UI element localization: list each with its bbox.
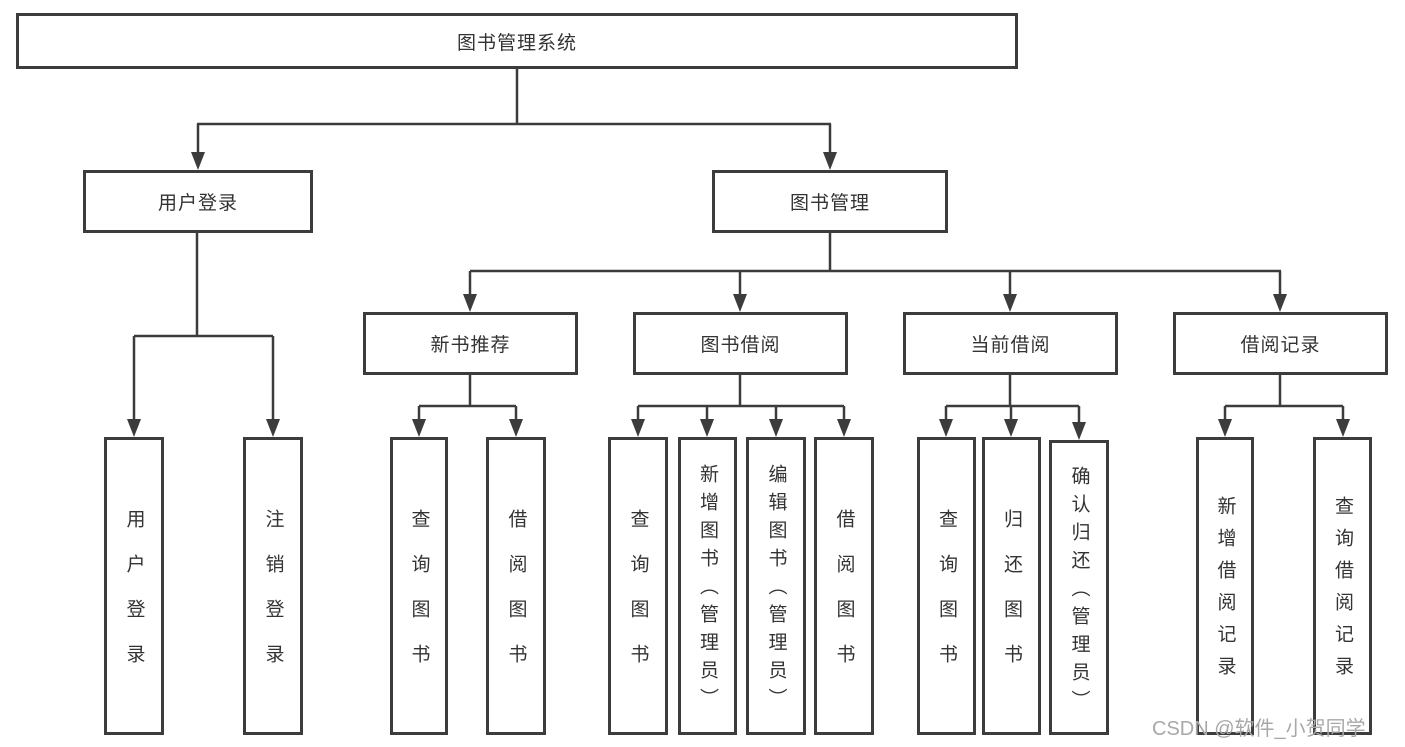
node-label: 归还图书 — [1001, 509, 1022, 689]
node-label: 查询图书 — [408, 509, 430, 689]
node-leaf-add-borrow-record: 新增借阅记录 — [1196, 437, 1254, 735]
node-leaf-query-borrow-record: 查询借阅记录 — [1313, 437, 1372, 735]
node-label: 查询借阅记录 — [1332, 496, 1353, 688]
node-label: 借阅图书 — [833, 509, 855, 689]
node-book-borrow: 图书借阅 — [633, 312, 848, 375]
node-system-root: 图书管理系统 — [16, 13, 1018, 69]
node-label: 当前借阅 — [970, 335, 1051, 356]
node-label: 新增图书（管理员） — [697, 464, 718, 716]
node-leaf-query-books: 查询图书 — [917, 437, 976, 735]
node-label: 编辑图书（管理员） — [765, 464, 787, 716]
node-label: 图书借阅 — [700, 335, 781, 356]
node-label: 用户登录 — [157, 193, 238, 214]
node-leaf-logout: 注销登录 — [243, 437, 303, 735]
node-label: 用户登录 — [123, 509, 145, 689]
arrowhead-icons — [127, 152, 1350, 440]
csdn-watermark: CSDN @软件_小贺同学 — [1152, 718, 1366, 740]
node-label: 确认归还（管理员） — [1068, 465, 1090, 718]
node-new-book-recommend: 新书推荐 — [363, 312, 578, 375]
node-label: 图书管理系统 — [456, 32, 577, 54]
node-leaf-add-book-admin: 新增图书（管理员） — [678, 437, 737, 735]
node-label: 借阅记录 — [1240, 335, 1321, 356]
node-leaf-return-books: 归还图书 — [982, 437, 1041, 735]
node-leaf-borrow-books: 借阅图书 — [486, 437, 546, 735]
node-leaf-edit-book-admin: 编辑图书（管理员） — [746, 437, 806, 735]
node-label: 新书推荐 — [430, 335, 511, 356]
node-leaf-query-books: 查询图书 — [390, 437, 448, 735]
node-leaf-borrow-books: 借阅图书 — [814, 437, 874, 735]
node-book-management: 图书管理 — [712, 170, 948, 233]
node-leaf-query-books: 查询图书 — [608, 437, 668, 735]
node-borrow-records: 借阅记录 — [1173, 312, 1388, 375]
node-label: 图书管理 — [789, 193, 870, 214]
node-label: 查询图书 — [627, 509, 649, 689]
node-label: 查询图书 — [936, 509, 957, 689]
node-current-borrow: 当前借阅 — [903, 312, 1118, 375]
node-label: 注销登录 — [262, 509, 284, 689]
node-label: 借阅图书 — [505, 509, 527, 689]
node-label: 新增借阅记录 — [1214, 496, 1236, 688]
node-leaf-user-login: 用户登录 — [104, 437, 164, 735]
node-user-login: 用户登录 — [83, 170, 313, 233]
node-leaf-confirm-return-admin: 确认归还（管理员） — [1049, 440, 1109, 735]
